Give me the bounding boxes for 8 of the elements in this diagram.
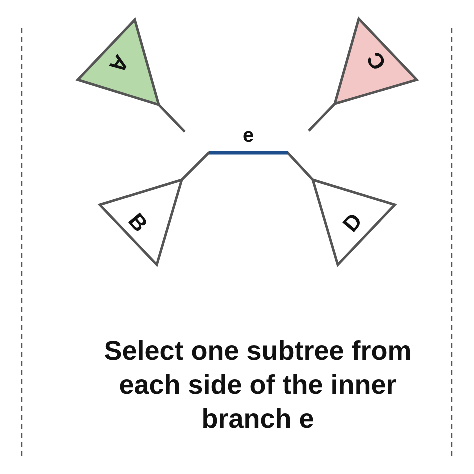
subtree-label: B [124, 210, 152, 236]
tree-branch [181, 151, 314, 181]
subtree-label: A [105, 51, 133, 77]
subtree-label: D [339, 210, 367, 236]
caption: Select one subtree from each side of the inner branch e [103, 335, 413, 436]
tree-branch [308, 103, 336, 132]
subtree-label: C [363, 48, 391, 74]
tree-branch [158, 104, 186, 133]
